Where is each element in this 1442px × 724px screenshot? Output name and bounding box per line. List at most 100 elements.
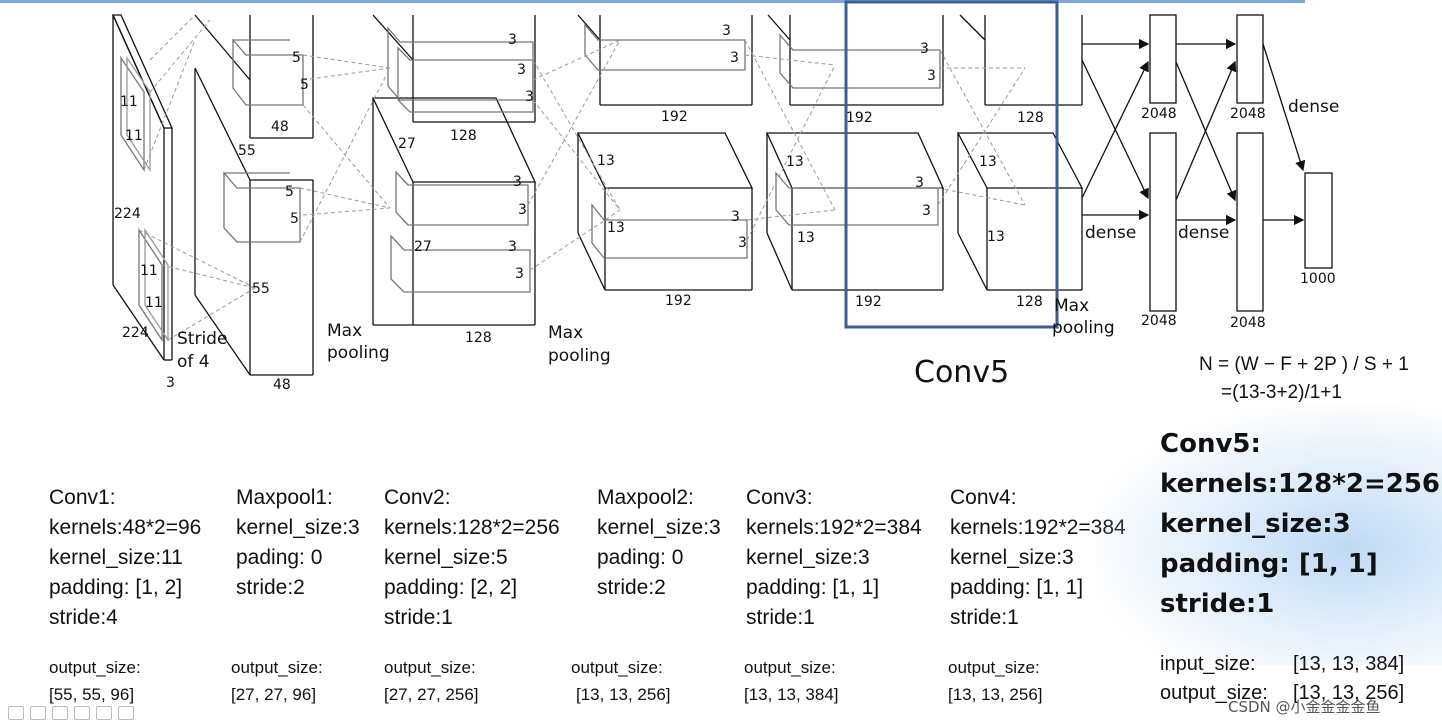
rect-icon[interactable] <box>30 706 46 720</box>
layer-line: kernel_size:11 <box>49 546 183 569</box>
diagram-label: 192 <box>855 294 882 310</box>
diagram-label: 1000 <box>1300 271 1336 287</box>
layer-line: stride:2 <box>236 576 305 599</box>
output-size-conv1: output_size: [55, 55, 96] <box>49 654 141 708</box>
layer-line: kernel_size:5 <box>384 546 508 569</box>
diagram-label: 11 <box>125 128 143 144</box>
fc-layers <box>1149 14 1333 312</box>
layer-spec-maxpool2: Maxpool2: kernel_size:3 pading: 0 stride… <box>597 483 721 603</box>
diagram-label: 128 <box>1017 110 1044 126</box>
layer-title: Maxpool1: <box>236 486 333 509</box>
layer-spec-conv2: Conv2: kernels:128*2=256 kernel_size:5 p… <box>384 483 560 633</box>
diagram-label: 2048 <box>1141 313 1177 329</box>
diagram-label: 48 <box>271 119 289 135</box>
output-value: [27, 27, 256] <box>384 685 479 704</box>
layer-line: pading: 0 <box>597 546 684 569</box>
diagram-label: 13 <box>597 153 615 169</box>
conv5-spec: Conv5: kernels:128*2=256 kernel_size:3 p… <box>1160 424 1440 624</box>
layer-line: kernel_size:3 <box>746 546 870 569</box>
output-size-label: output_size: <box>1160 682 1268 704</box>
layer-title: Conv3: <box>746 486 813 509</box>
diagram-label: 48 <box>273 377 291 393</box>
formula-line: =(13-3+2)/1+1 <box>1221 382 1342 403</box>
output-size-maxpool1: output_size: [27, 27, 96] <box>231 654 323 708</box>
diagram-label: 3 <box>927 68 936 84</box>
layer-line: kernels:128*2=256 <box>384 516 560 539</box>
diagram-label: pooling <box>327 343 390 363</box>
layer-line: kernel_size:3 <box>236 516 360 539</box>
conv5-output-row: output_size: [13, 13, 256] <box>1160 679 1430 708</box>
input-image-block <box>111 14 174 361</box>
layer-line: pading: 0 <box>236 546 323 569</box>
output-size-conv2: output_size: [27, 27, 256] <box>384 654 479 708</box>
diagram-label: 11 <box>145 295 163 311</box>
diagram-label: 3 <box>730 50 739 66</box>
conv5-io-sizes: input_size: [13, 13, 384] output_size: [… <box>1160 650 1430 708</box>
output-size-maxpool2: output_size: [13, 13, 256] <box>571 654 671 708</box>
camera-icon[interactable] <box>118 706 134 720</box>
eraser-icon[interactable] <box>74 706 90 720</box>
output-value: [55, 55, 96] <box>49 685 135 704</box>
diagram-label: dense <box>1085 223 1136 243</box>
diagram-label: 13 <box>607 220 625 236</box>
diagram-label: 55 <box>238 143 256 159</box>
diagram-label: 224 <box>114 206 141 222</box>
ellipse-icon[interactable] <box>52 706 68 720</box>
conv5-spec-title: Conv5: <box>1160 429 1261 459</box>
layer1-block <box>194 14 314 376</box>
conv5-spec-line: kernel_size:3 <box>1160 509 1351 539</box>
diagram-label: 3 <box>525 89 534 105</box>
output-label: output_size: <box>948 658 1040 677</box>
top-accent-line <box>0 0 1305 3</box>
output-size-conv3: output_size: [13, 13, 384] <box>744 654 839 708</box>
diagram-label: 3 <box>508 239 517 255</box>
diagram-label: 5 <box>285 184 294 200</box>
output-value: [13, 13, 256] <box>948 685 1043 704</box>
diagram-label: 192 <box>661 109 688 125</box>
layer2-block <box>371 14 537 326</box>
pointer-icon[interactable] <box>96 706 112 720</box>
layer-title: Conv2: <box>384 486 451 509</box>
diagram-label: 3 <box>518 202 527 218</box>
diagram-label: 3 <box>922 203 931 219</box>
pen-icon[interactable] <box>8 706 24 720</box>
diagram-label: 3 <box>738 235 747 251</box>
layer-line: stride:1 <box>950 606 1019 629</box>
layer-line: stride:2 <box>597 576 666 599</box>
diagram-label: 5 <box>292 50 301 66</box>
diagram-label: 3 <box>722 23 731 39</box>
diagram-label: 27 <box>414 239 432 255</box>
diagram-label: 3 <box>920 41 929 57</box>
output-value: [27, 27, 96] <box>231 685 317 704</box>
diagram-label: Stride <box>177 329 227 349</box>
layer5-block <box>956 14 1084 291</box>
diagram-label: 128 <box>465 330 492 346</box>
diagram-label: 11 <box>120 94 138 110</box>
diagram-label: 192 <box>846 110 873 126</box>
layer-line: padding: [1, 2] <box>49 576 183 599</box>
layer-line: stride:1 <box>746 606 815 629</box>
diagram-label: of 4 <box>177 352 210 372</box>
layer-title: Maxpool2: <box>597 486 694 509</box>
diagram-label: 3 <box>513 174 522 190</box>
output-label: output_size: <box>744 658 836 677</box>
diagram-label: dense <box>1178 223 1229 243</box>
layer-spec-conv3: Conv3: kernels:192*2=384 kernel_size:3 p… <box>746 483 922 633</box>
diagram-label: 3 <box>731 209 740 225</box>
diagram-label: 2048 <box>1230 106 1266 122</box>
conv5-title: Conv5 <box>914 355 1009 390</box>
highlight-glow <box>1095 405 1442 665</box>
watermark: CSDN @小金金金金鱼 <box>1228 698 1381 716</box>
diagram-label: 192 <box>665 293 692 309</box>
diagram-label: 13 <box>979 154 997 170</box>
diagram-label: 2048 <box>1141 106 1177 122</box>
diagram-label: pooling <box>548 346 611 366</box>
output-size-formula: N = (W − F + 2P ) / S + 1 =(13-3+2)/1+1 <box>1199 351 1409 407</box>
annotation-toolbar <box>8 706 134 722</box>
conv5-input-row: input_size: [13, 13, 384] <box>1160 650 1430 679</box>
diagram-label: 224 <box>122 325 149 341</box>
diagram-label: 3 <box>515 266 524 282</box>
conv5-spec-line: padding: [1, 1] <box>1160 549 1378 579</box>
diagram-label: 13 <box>786 154 804 170</box>
diagram-label: Max <box>1054 296 1089 316</box>
